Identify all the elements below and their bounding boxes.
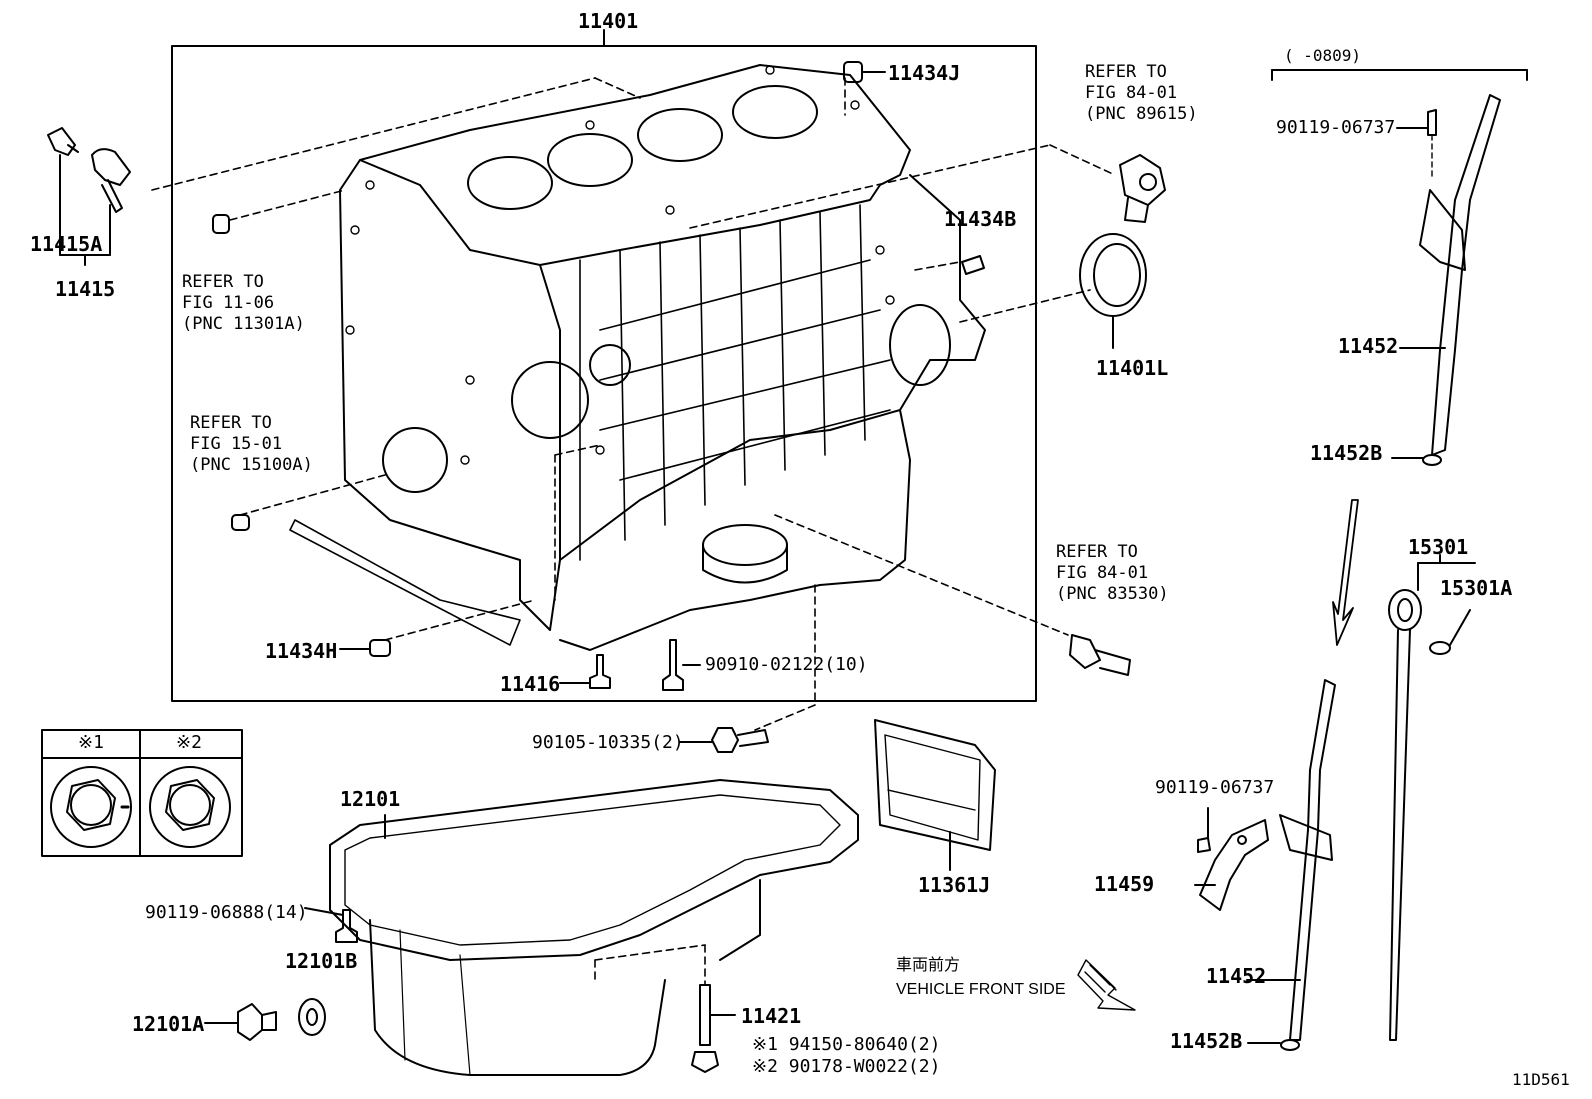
leader-lines-dashed — [151, 77, 1116, 986]
reference-line: REFER TO — [190, 413, 272, 433]
part-label-11459[interactable]: 11459 — [1094, 872, 1155, 896]
reference-line: FIG 15-01 — [190, 434, 283, 454]
cylinder-block — [289, 64, 986, 651]
part-label-11452b-bottom[interactable]: 11452B — [1170, 1029, 1243, 1053]
bolt-11416-drawing — [559, 654, 611, 689]
date-bracket — [1271, 69, 1528, 81]
reference-line: REFER TO — [1085, 62, 1167, 82]
stud-11421-drawing — [691, 984, 736, 1073]
gasket-12101b-drawing — [298, 998, 326, 1036]
reference-fig-15-01[interactable]: REFER TO FIG 15-01 (PNC 15100A) — [190, 413, 313, 476]
detail-box-label-2: ※2 — [176, 732, 202, 753]
reference-line: FIG 11-06 — [182, 293, 275, 313]
detail-box-label-1: ※1 — [78, 732, 104, 753]
guide-tube-upper-drawing — [1391, 94, 1501, 466]
reference-fig-11-06[interactable]: REFER TO FIG 11-06 (PNC 11301A) — [182, 272, 305, 335]
part-label-11401[interactable]: 11401 — [578, 9, 639, 33]
part-label-90910-02122[interactable]: 90910-02122(10) — [705, 654, 868, 675]
reference-line: FIG 84-01 — [1056, 563, 1149, 583]
pin-11434h-drawing — [339, 639, 391, 657]
part-label-11415[interactable]: 11415 — [55, 277, 116, 301]
detail-boxes — [41, 729, 243, 857]
vehicle-front-jp: 車両前方 — [896, 957, 961, 974]
reference-line: FIG 84-01 — [1085, 83, 1178, 103]
bracket-11459-drawing — [1194, 807, 1269, 911]
diagram-code: 11D561 — [1512, 1070, 1570, 1089]
part-label-12101b[interactable]: 12101B — [285, 949, 358, 973]
part-label-90119-06888[interactable]: 90119-06888(14) — [145, 902, 308, 923]
part-label-11452-top[interactable]: 11452 — [1338, 334, 1399, 358]
part-label-11415a[interactable]: 11415A — [30, 232, 103, 256]
baffle-11361j-drawing — [874, 719, 996, 871]
part-label-90119-06737-top[interactable]: 90119-06737 — [1276, 117, 1396, 138]
part-label-94150-80640[interactable]: ※1 94150-80640(2) — [752, 1034, 941, 1055]
part-label-12101a[interactable]: 12101A — [132, 1012, 205, 1036]
sensor-11415-drawing — [47, 127, 131, 266]
direction-arrow-down — [1332, 499, 1359, 646]
part-label-90178-w0022[interactable]: ※2 90178-W0022(2) — [752, 1056, 941, 1077]
reference-line: (PNC 15100A) — [190, 455, 313, 475]
reference-line: (PNC 11301A) — [182, 314, 305, 334]
block-frame — [171, 29, 1037, 702]
bolt-90105-drawing — [679, 727, 769, 753]
dipstick-15301-drawing — [1388, 554, 1476, 1041]
reference-fig-84-01-83530[interactable]: REFER TO FIG 84-01 (PNC 83530) — [1056, 542, 1169, 605]
pin-11434j-drawing — [843, 61, 886, 83]
part-label-12101[interactable]: 12101 — [340, 787, 401, 811]
oil-pressure-sensor-drawing — [1069, 634, 1131, 676]
vehicle-front-arrow — [1077, 959, 1136, 1011]
bolt-90119-06888-drawing — [304, 907, 358, 943]
vehicle-front-en: VEHICLE FRONT SIDE — [896, 981, 1066, 998]
part-label-11434h[interactable]: 11434H — [265, 639, 338, 663]
part-label-11452-bottom[interactable]: 11452 — [1206, 964, 1267, 988]
part-label-11416[interactable]: 11416 — [500, 672, 561, 696]
part-label-11452b-top[interactable]: 11452B — [1310, 441, 1383, 465]
pin-11434b-drawing — [961, 255, 985, 275]
reference-line: (PNC 89615) — [1085, 104, 1198, 124]
guide-tube-lower-drawing — [1246, 679, 1336, 1051]
reference-line: REFER TO — [182, 272, 264, 292]
part-label-15301[interactable]: 15301 — [1408, 535, 1469, 559]
part-label-90105-10335[interactable]: 90105-10335(2) — [532, 732, 684, 753]
oil-seal-drawing — [1079, 233, 1147, 349]
part-label-90119-06737-bottom[interactable]: 90119-06737 — [1155, 777, 1275, 798]
dowel-lower-left — [231, 514, 250, 531]
part-label-11434b[interactable]: 11434B — [944, 207, 1017, 231]
dowel-upper-left — [212, 214, 230, 234]
plug-12101a-drawing — [204, 1003, 277, 1041]
part-label-11401l[interactable]: 11401L — [1096, 356, 1169, 380]
reference-fig-84-01-89615[interactable]: REFER TO FIG 84-01 (PNC 89615) — [1085, 62, 1198, 125]
reference-line: REFER TO — [1056, 542, 1138, 562]
part-label-11361j[interactable]: 11361J — [918, 873, 991, 897]
reference-line: (PNC 83530) — [1056, 584, 1169, 604]
date-range: ( -0809) — [1284, 46, 1362, 65]
part-label-11421[interactable]: 11421 — [741, 1004, 802, 1028]
oil-pan-drawing — [329, 779, 859, 1076]
bolt-90910-drawing — [662, 639, 701, 691]
part-label-11434j[interactable]: 11434J — [888, 61, 961, 85]
knock-sensor-drawing — [1119, 154, 1166, 223]
part-label-15301a[interactable]: 15301A — [1440, 576, 1513, 600]
